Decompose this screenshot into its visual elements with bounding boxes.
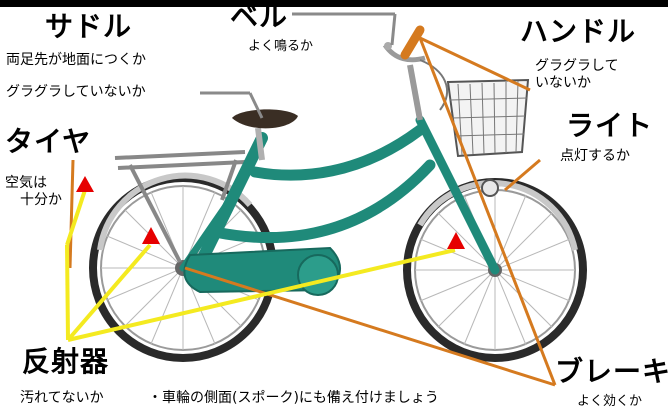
tire-check: 空気は 十分か <box>5 175 62 209</box>
tire-check-text-1: 空気は <box>5 175 47 191</box>
top-border-band <box>0 0 668 7</box>
reflector-note: ・車輪の側面(スポーク)にも備え付けましょう <box>148 387 439 407</box>
tire-title: タイヤ <box>5 125 92 158</box>
reflector-label: 反射器 <box>22 348 109 376</box>
bell-label: ベル <box>230 3 288 31</box>
reflector-check-text: 汚れてないか <box>20 390 104 406</box>
leader-lines-gray <box>200 12 397 119</box>
saddle-shape <box>232 109 298 129</box>
rear-reflector-marker <box>76 176 94 192</box>
reflector-check: 汚れてないか <box>20 387 104 407</box>
tire-check-text-2: 十分か <box>20 191 62 208</box>
brake-cable <box>419 59 449 111</box>
handle-check-text-1: グラグラして <box>535 58 619 74</box>
brake-label: ブレーキ <box>555 358 668 386</box>
handle-title: ハンドル <box>520 15 637 48</box>
saddle-check-text-2: グラグラしていないか <box>6 84 146 100</box>
light-check: 点灯するか <box>560 148 630 165</box>
brake-check-text: よく効くか <box>577 394 643 409</box>
saddle-check-1: 両足先が地面につくか <box>6 52 146 69</box>
light-title: ライト <box>566 109 654 142</box>
handle-check-text-2: いないか <box>535 74 591 91</box>
bicycle-frame <box>179 115 500 275</box>
reflector-title: 反射器 <box>22 345 110 378</box>
reflector-markers <box>76 176 465 249</box>
handle-label: ハンドル <box>520 18 636 46</box>
saddle-check-2: グラグラしていないか <box>6 84 146 101</box>
headlight <box>481 179 499 197</box>
light-label: ライト <box>566 112 653 140</box>
rear-carrier <box>114 150 246 263</box>
leader-lines-yellow <box>65 189 456 342</box>
reflector-note-text: ・車輪の側面(スポーク)にも備え付けましょう <box>148 390 439 406</box>
tire-label: タイヤ <box>5 128 91 156</box>
rear-fender <box>97 172 253 251</box>
front-wheel-reflector-marker <box>447 232 465 249</box>
bell-shape <box>384 42 392 50</box>
saddle-check-text-1: 両足先が地面につくか <box>6 52 146 68</box>
light-check-text: 点灯するか <box>560 148 630 164</box>
saddle-label: サドル <box>45 13 132 41</box>
front-basket <box>446 78 530 158</box>
leader-lines-orange <box>68 36 557 387</box>
bell-check: よく鳴るか <box>248 39 313 55</box>
seat-post <box>255 127 265 161</box>
handle-check: グラグラして いないか <box>535 58 619 92</box>
chainring <box>297 254 339 296</box>
brake-check: よく効くか <box>577 394 642 410</box>
stem <box>407 64 423 121</box>
rear-wheel-reflector-marker <box>142 227 160 244</box>
handlebar-grip <box>400 25 425 60</box>
bell-check-text: よく鳴るか <box>248 39 314 54</box>
saddle-title: サドル <box>45 10 133 43</box>
front-fender <box>417 180 578 251</box>
brake-title: ブレーキ <box>555 355 668 388</box>
bell-title: ベル <box>230 0 289 33</box>
